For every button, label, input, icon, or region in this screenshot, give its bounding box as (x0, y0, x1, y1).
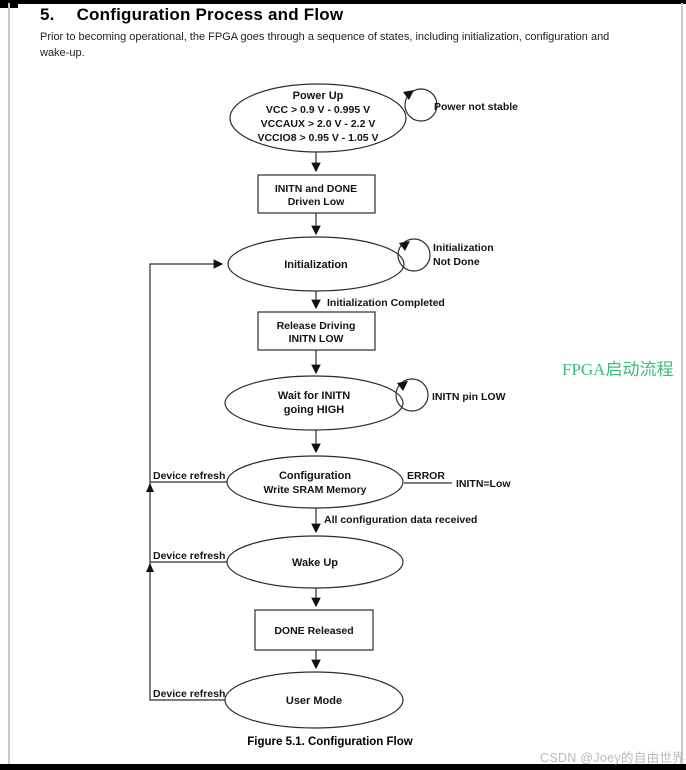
power-up-detail-2: VCCAUX > 2.0 V - 2.2 V (261, 118, 376, 130)
node-wait-initn (224, 375, 404, 431)
label-init-not-done-2: Not Done (433, 256, 480, 268)
label-device-refresh-3: Device refresh (153, 688, 225, 700)
initialization-title: Initialization (284, 259, 348, 271)
release-driving-line2: INITN LOW (289, 333, 344, 345)
configuration-title: Configuration (279, 470, 351, 482)
self-loop-init-arrowhead (399, 241, 410, 251)
up-arrowhead-1 (146, 483, 154, 492)
configuration-subtitle: Write SRAM Memory (263, 484, 366, 496)
label-device-refresh-1: Device refresh (153, 470, 225, 482)
node-initn-done (257, 174, 376, 214)
node-wake-up (226, 535, 404, 589)
self-loop-initialization (397, 238, 431, 272)
green-annotation: FPGA启动流程 (562, 360, 674, 379)
section-title: Configuration Process and Flow (76, 5, 344, 24)
wait-initn-line2: going HIGH (284, 404, 345, 416)
up-arrowhead-2 (146, 563, 154, 572)
user-mode-title: User Mode (286, 695, 342, 707)
intro-paragraph: Prior to becoming operational, the FPGA … (40, 31, 610, 59)
release-driving-line1: Release Driving (277, 320, 356, 332)
label-error: ERROR (407, 470, 445, 482)
power-up-detail-3: VCCIO8 > 0.95 V - 1.05 V (257, 132, 378, 144)
label-all-config-received: All configuration data received (324, 514, 477, 526)
label-device-refresh-2: Device refresh (153, 550, 225, 562)
label-power-not-stable: Power not stable (434, 101, 518, 113)
section-heading: 5. Configuration Process and Flow (40, 5, 343, 25)
watermark: CSDN @Joey的自由世界 (540, 751, 685, 765)
wake-up-title: Wake Up (292, 557, 338, 569)
section-number: 5. (40, 5, 55, 24)
bottom-rule (0, 764, 686, 770)
left-border (8, 3, 10, 764)
label-init-completed: Initialization Completed (327, 297, 445, 309)
figure-caption: Figure 5.1. Configuration Flow (247, 736, 413, 748)
done-released-title: DONE Released (274, 625, 353, 637)
node-done-released (254, 609, 374, 651)
self-loop-power-up (404, 88, 438, 122)
power-up-detail-1: VCC > 0.9 V - 0.995 V (266, 104, 370, 116)
label-initn-pin-low: INITN pin LOW (432, 391, 506, 403)
label-initn-low: INITN=Low (456, 478, 511, 490)
label-init-not-done-1: Initialization (433, 242, 494, 254)
self-loop-wait (395, 378, 429, 412)
node-power-up (229, 83, 407, 153)
initn-done-line2: Driven Low (288, 196, 345, 208)
self-loop-power-arrowhead (403, 90, 414, 100)
node-user-mode (224, 671, 404, 729)
node-release-driving (257, 311, 376, 351)
node-initialization (227, 236, 405, 292)
right-border (681, 3, 683, 764)
power-up-title: Power Up (293, 90, 344, 102)
top-rule (0, 0, 686, 4)
wait-initn-line1: Wait for INITN (278, 390, 350, 402)
node-configuration (226, 455, 404, 509)
self-loop-wait-arrowhead (397, 381, 408, 391)
initn-done-line1: INITN and DONE (275, 183, 357, 195)
